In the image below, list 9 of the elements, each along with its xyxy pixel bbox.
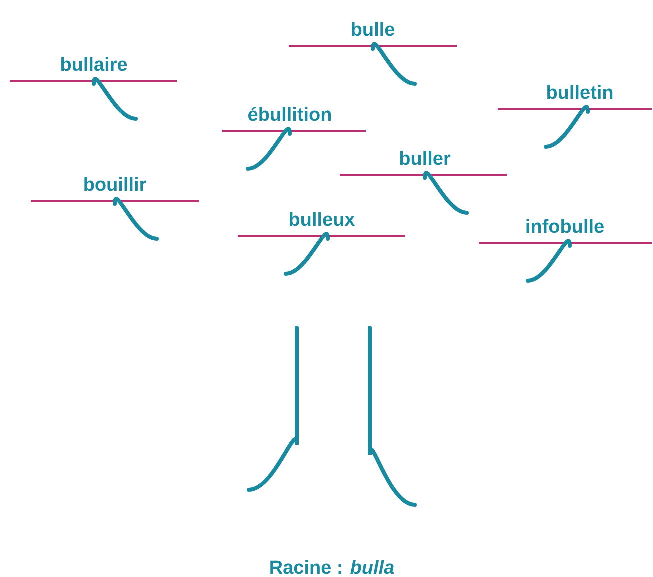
word-label: bullaire (61, 57, 128, 72)
word-label: bulletin (547, 85, 613, 100)
word-label: infobulle (526, 219, 604, 234)
caption: Racine : bulla (270, 560, 394, 574)
word-label: bulleux (290, 212, 356, 226)
word-label: ébullition (248, 107, 332, 122)
word-label: bulle (352, 22, 395, 36)
word-label: buller (400, 151, 451, 166)
word-label: bouillir (84, 177, 146, 192)
